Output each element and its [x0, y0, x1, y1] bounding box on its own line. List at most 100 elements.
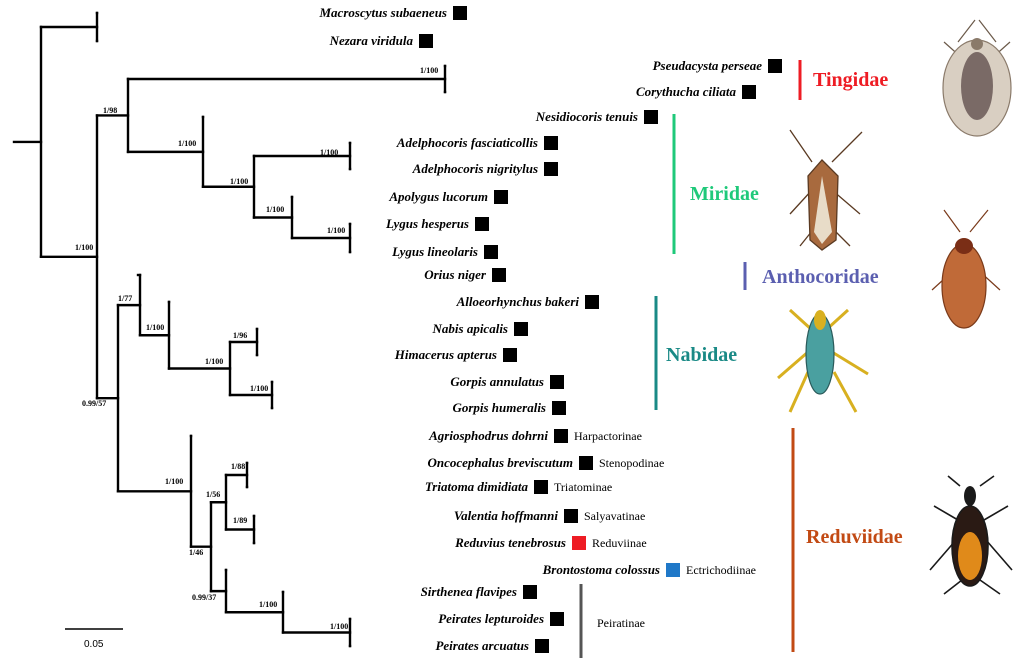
taxon-name: Brontostoma colossus	[542, 562, 660, 577]
support-red_inner2: 1/56	[206, 490, 220, 499]
taxon-lygus_hesp: Lygus hesperus	[385, 216, 489, 231]
taxon-name: Triatoma dimidiata	[425, 479, 529, 494]
support-anth_nabidae: 1/77	[118, 294, 132, 303]
anthocoridae-label: Anthocoridae	[762, 266, 879, 288]
support-mir_inner1: 1/100	[230, 177, 248, 186]
support-reduviidae: 1/100	[165, 477, 183, 486]
family-anthocoridae: Anthocoridae	[743, 262, 879, 290]
support-nabidae: 1/100	[146, 323, 164, 332]
taxon-name: Adelphocoris nigritylus	[412, 161, 538, 176]
taxon-marker	[492, 268, 506, 282]
taxon-apolygus: Apolygus lucorum	[388, 189, 508, 204]
taxon-triatoma: Triatoma dimidiata Triatominae	[425, 479, 612, 494]
taxon-agrio: Agriosphodrus dohrni Harpactorinae	[428, 428, 642, 443]
taxon-marker	[419, 34, 433, 48]
support-lygus: 1/100	[327, 226, 345, 235]
taxon-name: Lygus lineolaris	[391, 244, 478, 259]
taxon-name: Gorpis annulatus	[450, 374, 544, 389]
taxon-name: Adelphocoris fasciaticollis	[396, 135, 538, 150]
family-tingidae: Tingidae	[798, 60, 888, 100]
support-peiratinae: 1/100	[259, 600, 277, 609]
taxon-marker	[572, 536, 586, 550]
support-adelphocoris: 1/100	[320, 148, 338, 157]
taxon-alloeo: Alloeorhynchus bakeri	[456, 294, 599, 309]
taxon-marker	[768, 59, 782, 73]
taxon-marker	[544, 136, 558, 150]
support-nab_inner: 1/100	[205, 357, 223, 366]
family-reduviidae: Reduviidae	[791, 428, 903, 652]
taxon-name: Nabis apicalis	[432, 321, 508, 336]
support-tingidae: 1/100	[420, 66, 438, 75]
taxon-nabis: Nabis apicalis	[432, 321, 528, 336]
taxon-adelph_fasc: Adelphocoris fasciaticollis	[396, 135, 558, 150]
taxon-name: Corythucha ciliata	[636, 84, 737, 99]
taxon-nesidiocoris: Nesidiocoris tenuis	[535, 109, 658, 124]
taxon-peirates_arc: Peirates arcuatus	[435, 638, 549, 653]
support-miridae: 1/100	[178, 139, 196, 148]
mirid-bug-illustration	[789, 129, 863, 251]
taxon-marker	[484, 245, 498, 259]
taxon-marker	[742, 85, 756, 99]
taxon-marker	[554, 429, 568, 443]
taxon-macroscytus: Macroscytus subaeneus	[319, 5, 467, 20]
taxon-lygus_lin: Lygus lineolaris	[391, 244, 498, 259]
tingidae-label: Tingidae	[813, 69, 888, 91]
support-onco_tria: 1/88	[231, 462, 245, 471]
taxon-name: Oncocephalus breviscutum	[427, 455, 573, 470]
taxon-marker	[475, 217, 489, 231]
taxon-sirthenea: Sirthenea flavipes	[421, 584, 537, 599]
taxon-adelph_nig: Adelphocoris nigritylus	[412, 161, 558, 176]
support-mir_inner2: 1/100	[266, 205, 284, 214]
support-tingidae_miridae: 1/98	[103, 106, 117, 115]
support-val_red: 1/89	[233, 516, 247, 525]
taxon-name: Agriosphodrus dohrni	[428, 428, 548, 443]
lace-bug-illustration	[942, 19, 1012, 137]
taxon-marker	[534, 480, 548, 494]
taxon-marker	[552, 401, 566, 415]
reduviid-bug-illustration	[929, 475, 1013, 595]
taxon-name: Alloeorhynchus bakeri	[456, 294, 580, 309]
taxon-gorpis_hum: Gorpis humeralis	[452, 400, 566, 415]
subfamily-label: Triatominae	[554, 480, 612, 494]
taxon-marker	[535, 639, 549, 653]
taxon-orius: Orius niger	[424, 267, 506, 282]
taxon-name: Nesidiocoris tenuis	[535, 109, 638, 124]
taxon-marker	[579, 456, 593, 470]
taxon-name: Nezara viridula	[329, 33, 414, 48]
nabidae-label: Nabidae	[666, 344, 737, 366]
support-peirates: 1/100	[330, 622, 348, 631]
support-cimicomorpha_rest: 0.99/57	[82, 399, 106, 408]
miridae-label: Miridae	[690, 183, 759, 205]
taxon-marker	[585, 295, 599, 309]
taxon-name: Apolygus lucorum	[388, 189, 488, 204]
taxon-gorpis_ann: Gorpis annulatus	[450, 374, 564, 389]
support-gorpis: 1/100	[250, 384, 268, 393]
taxon-name: Himacerus apterus	[394, 347, 497, 362]
anthocorid-bug-illustration	[931, 209, 1001, 329]
family-nabidae: Nabidae	[654, 296, 737, 410]
subfamily-label: Salyavatinae	[584, 509, 645, 523]
subfamily-label: Harpactorinae	[574, 429, 642, 443]
taxon-name: Orius niger	[424, 267, 487, 282]
subfamily-label: Ectrichodiinae	[686, 563, 756, 577]
taxon-name: Pseudacysta perseae	[653, 58, 763, 73]
support-nabis_him: 1/96	[233, 331, 247, 340]
taxon-peirates_lep: Peirates lepturoides	[438, 611, 564, 626]
taxon-marker	[666, 563, 680, 577]
taxon-name: Sirthenea flavipes	[421, 584, 517, 599]
taxon-name: Peirates lepturoides	[438, 611, 544, 626]
taxon-himacerus: Himacerus apterus	[394, 347, 517, 362]
taxon-marker	[494, 190, 508, 204]
support-values: 1/100 1/98 1/100 1/100 1/100 1/100 1/100 1/100 1…	[75, 66, 438, 631]
taxon-marker	[453, 6, 467, 20]
taxon-name: Macroscytus subaeneus	[319, 5, 448, 20]
taxon-name: Peirates arcuatus	[435, 638, 529, 653]
taxon-name: Lygus hesperus	[385, 216, 469, 231]
taxon-name: Reduvius tenebrosus	[454, 535, 566, 550]
taxon-name: Gorpis humeralis	[452, 400, 546, 415]
peiratinae-label: Peiratinae	[597, 616, 645, 630]
scale-label: 0.05	[84, 639, 104, 650]
